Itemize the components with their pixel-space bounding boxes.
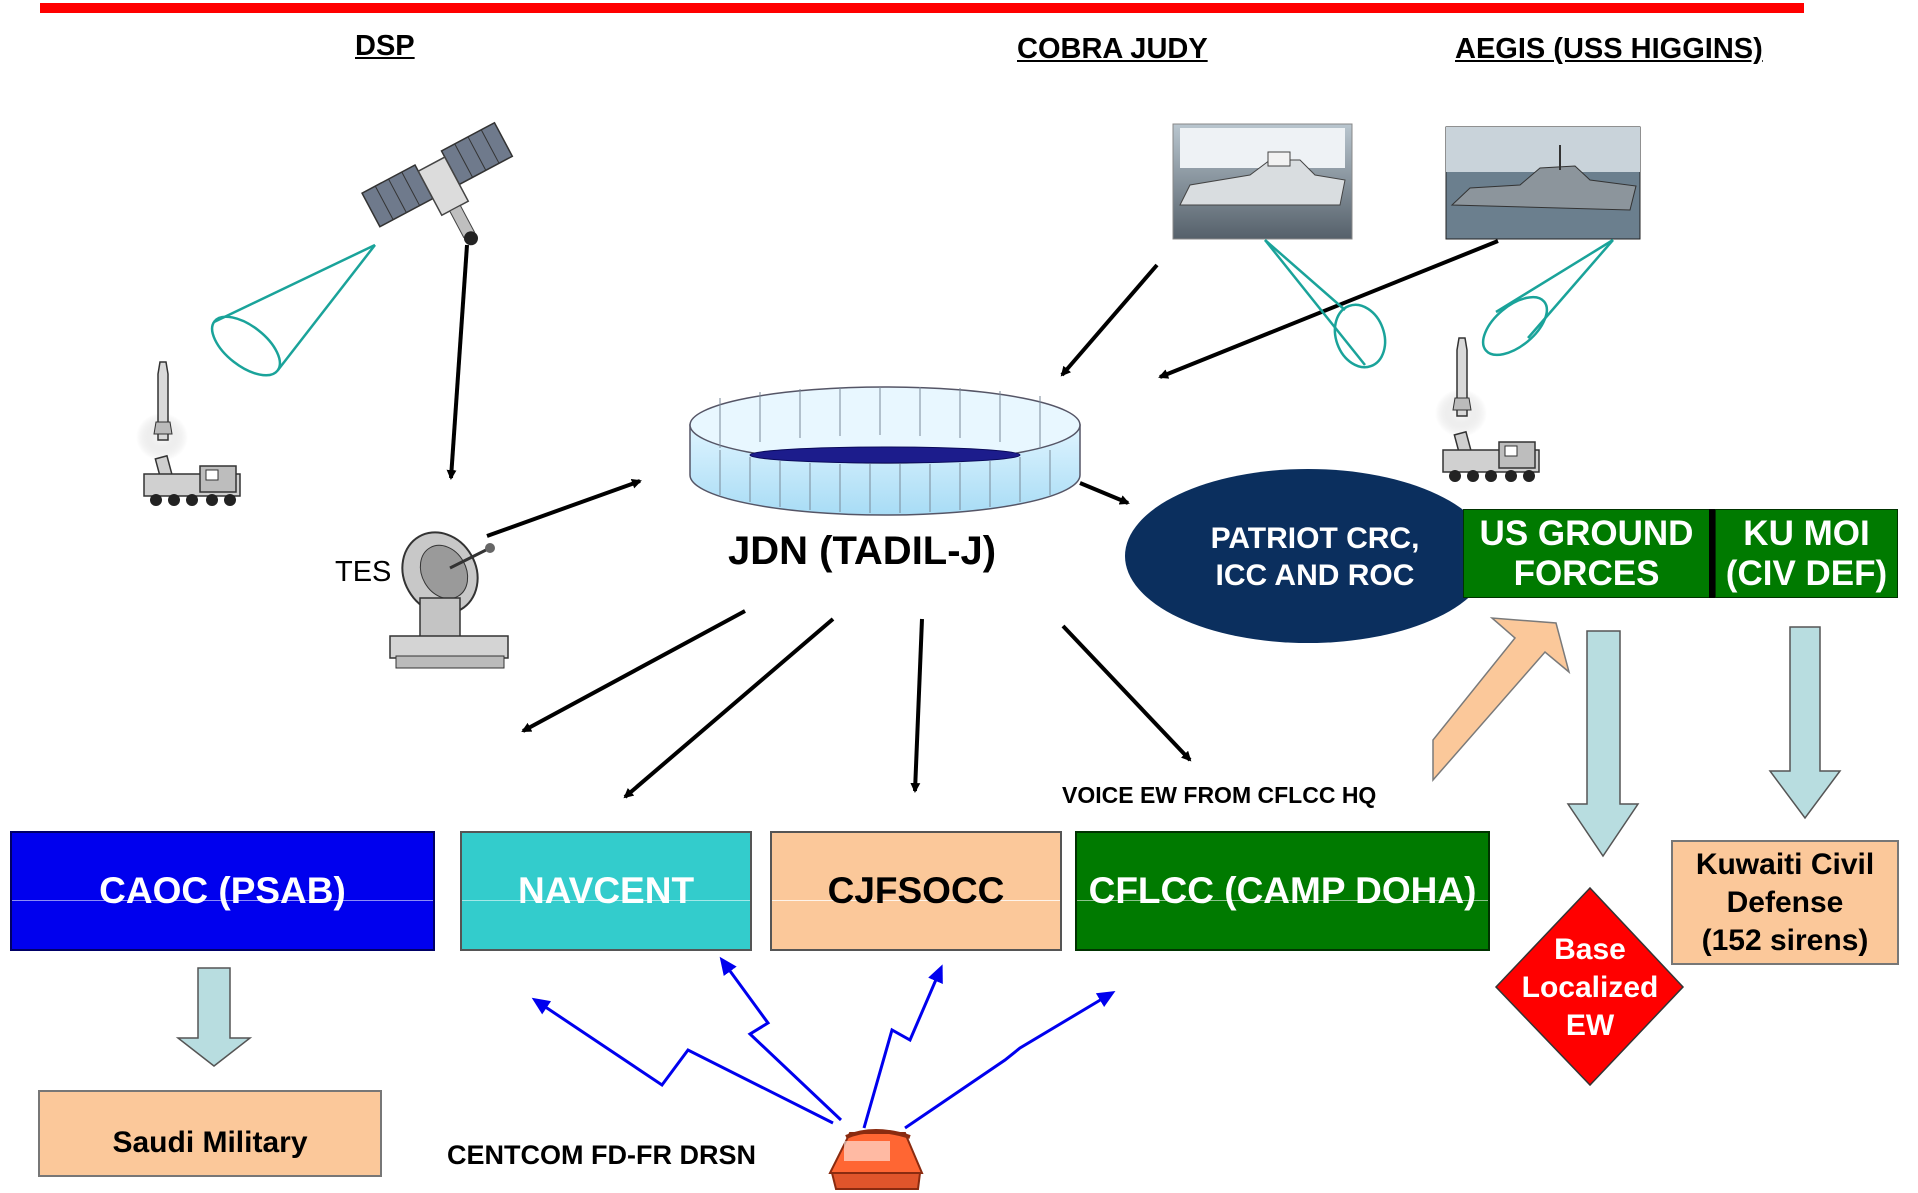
drsn-to-cjfsocc-link <box>862 964 943 1129</box>
drsn-to-navcent-link <box>719 956 843 1122</box>
patriot-line-1: PATRIOT CRC, <box>1210 522 1420 555</box>
patriot-line-2: ICC AND ROC <box>1215 559 1415 592</box>
centcom-drsn-label: CENTCOM FD-FR DRSN <box>447 1140 756 1170</box>
cflcc-node: CFLCC (CAMP DOHA) <box>1075 831 1490 951</box>
dsp-header: DSP <box>355 30 415 62</box>
aegis-header: AEGIS (USS HIGGINS) <box>1455 33 1763 65</box>
drsn-to-caoc-link <box>531 997 834 1125</box>
telephone-icon <box>828 1129 924 1190</box>
satellite-icon <box>361 121 514 246</box>
base-ew-line-1: Base <box>1554 932 1626 966</box>
missile-launcher-icon <box>1435 337 1540 482</box>
cjfsocc-label: CJFSOCC <box>827 870 1005 911</box>
caoc-divider-line <box>12 900 433 902</box>
jdn-to-cflcc-arrow <box>1061 624 1192 762</box>
top-red-bar <box>40 3 1804 13</box>
ku-moi-line-1: KU MOI <box>1743 513 1870 553</box>
drsn-to-cflcc-link <box>904 990 1116 1130</box>
ku-moi-to-kuwait-cd-arrow <box>1768 626 1842 820</box>
kuwaiti-civil-defense-node: Kuwaiti Civil Defense (152 sirens) <box>1671 840 1899 965</box>
patriot-crc-node <box>1125 469 1491 643</box>
dsp-sensor-beam <box>210 243 376 377</box>
tes-to-jdn-arrow <box>486 479 642 538</box>
caoc-node: CAOC (PSAB) <box>10 831 435 951</box>
us-ground-to-base-ew-arrow <box>1566 630 1640 858</box>
ku-moi-node: KU MOI (CIV DEF) <box>1715 509 1898 598</box>
tes-label: TES <box>335 556 392 588</box>
missile-launcher-icon <box>136 361 241 506</box>
saudi-military-node: Saudi Military <box>38 1090 382 1177</box>
satellite-dish-icon <box>389 531 509 669</box>
caoc-label: CAOC (PSAB) <box>99 870 346 911</box>
us-ground-line-2: FORCES <box>1513 553 1660 593</box>
patriot-crc-label: PATRIOT CRC, ICC AND ROC <box>1175 512 1455 602</box>
voice-ew-label: VOICE EW FROM CFLCC HQ <box>1062 782 1377 808</box>
cflcc-divider-line <box>1077 900 1488 902</box>
kuwait-cd-line-3: (152 sirens) <box>1701 923 1869 957</box>
cflcc-to-us-ground-arrow <box>1432 617 1571 782</box>
ship-photo-icon <box>1445 126 1641 240</box>
base-ew-label: Base Localized EW <box>1496 930 1684 1045</box>
kuwait-cd-line-2: Defense <box>1726 885 1844 919</box>
navcent-node: NAVCENT <box>460 831 752 951</box>
cjfsocc-node: CJFSOCC <box>770 831 1062 951</box>
ku-moi-line-2: (CIV DEF) <box>1725 553 1888 593</box>
jdn-network-ring <box>689 386 1081 516</box>
cobra-judy-header: COBRA JUDY <box>1017 33 1208 65</box>
base-ew-line-3: EW <box>1565 1008 1615 1042</box>
cobra-judy-sensor-beam <box>1264 239 1387 369</box>
us-ground-forces-node: US GROUND FORCES <box>1463 509 1710 598</box>
jdn-to-cjfsocc-arrow <box>910 618 924 793</box>
saudi-military-label: Saudi Military <box>112 1125 308 1159</box>
cobra-judy-to-jdn-arrow <box>1060 263 1159 377</box>
jdn-to-patriot-arrow <box>1079 481 1130 505</box>
kuwait-cd-line-1: Kuwaiti Civil <box>1695 847 1875 881</box>
cjfsocc-divider-line <box>772 900 1060 902</box>
us-ground-line-1: US GROUND <box>1479 513 1694 553</box>
caoc-to-saudi-arrow <box>175 967 253 1067</box>
drsn-radio-links <box>531 956 1116 1130</box>
aegis-to-jdn-arrow <box>1158 239 1499 379</box>
node-divider <box>1709 509 1715 598</box>
base-ew-line-2: Localized <box>1521 970 1659 1004</box>
navcent-label: NAVCENT <box>517 870 695 911</box>
navcent-divider-line <box>462 900 750 902</box>
base-localized-ew-node <box>1494 886 1685 1087</box>
cflcc-label: CFLCC (CAMP DOHA) <box>1088 870 1477 911</box>
dsp-to-tes-arrow <box>446 244 469 480</box>
jdn-to-navcent-arrow <box>623 617 835 799</box>
jdn-label: JDN (TADIL-J) <box>728 529 997 573</box>
aegis-sensor-beam <box>1481 238 1614 357</box>
ship-photo-icon <box>1172 123 1353 240</box>
jdn-to-caoc-arrow <box>521 609 746 733</box>
